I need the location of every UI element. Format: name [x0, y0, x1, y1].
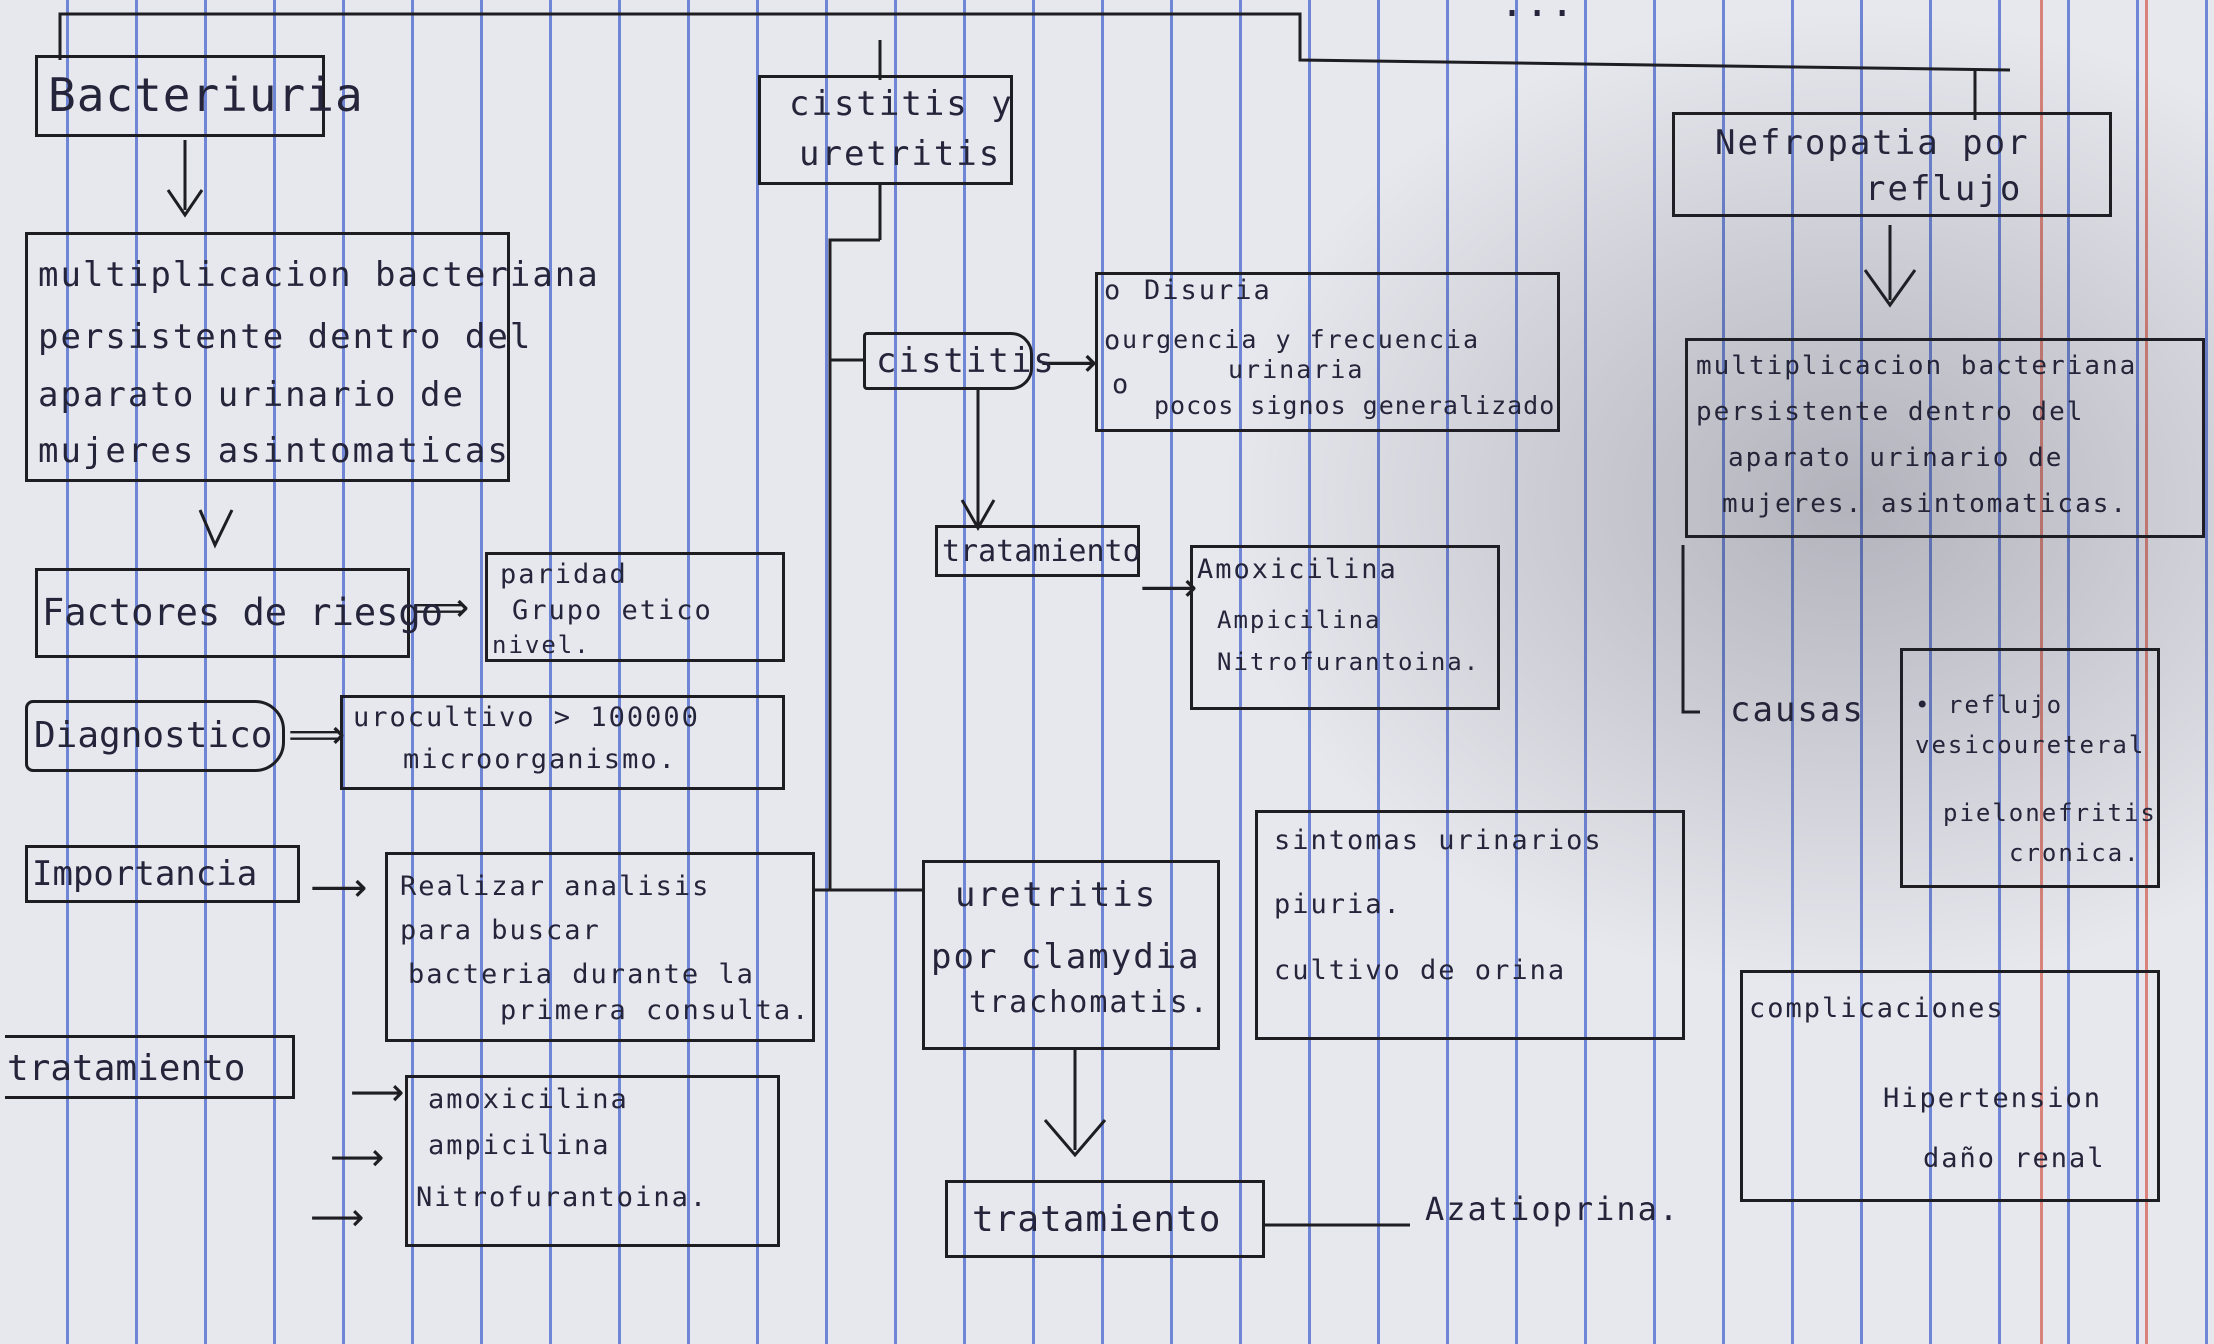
right-trunk [1681, 545, 1700, 714]
cystitis-treatment-label: tratamiento [942, 534, 1141, 569]
causes-items-box: • reflujo vesicoureteral pielonefritis c… [1900, 648, 2160, 888]
complications-label: complicaciones [1749, 993, 2005, 1024]
importance-item: Realizar analisis [400, 871, 711, 902]
urethritis-signs-box: sintomas urinarios piuria. cultivo de or… [1255, 810, 1685, 1040]
cystitis-urethritis-line: cistitis y [789, 84, 1014, 124]
nephropathy-definition-line: aparato urinario de [1728, 443, 2064, 473]
cystitis-urethritis-line: uretritis [799, 134, 1002, 174]
diagnosis-item: urocultivo > 100000 [353, 702, 700, 733]
cystitis-sign: urgencia y frecuencia [1122, 325, 1481, 354]
nephropathy-definition-line: persistente dentro del [1696, 397, 2085, 427]
treatment-item-left: Nitrofurantoina. [416, 1182, 709, 1213]
cystitis-label: cistitis [876, 341, 1056, 381]
arrow-treatment-3: ⟶ [310, 1195, 365, 1239]
importance-label: Importancia [32, 854, 258, 894]
bacteriuria-definition-box: multiplicacion bacteriana persistente de… [25, 232, 598, 482]
cystitis-sign: o [1104, 325, 1123, 356]
diagnosis-box: Diagnostico [25, 700, 285, 772]
definition-line: multiplicacion bacteriana [38, 255, 600, 295]
top-bar-line [58, 12, 2011, 72]
urethritis-line: uretritis [955, 875, 1158, 915]
treatment-item-left: ampicilina [428, 1130, 611, 1161]
definition-line: mujeres asintomaticas [38, 431, 510, 471]
importance-item: para buscar [400, 915, 601, 946]
cystitis-sign: o [1104, 275, 1123, 306]
complications-box: complicaciones Hipertension daño renal [1740, 970, 2160, 1202]
cystitis-treatment-items-box: Amoxicilina Ampicilina Nitrofurantoina. [1190, 545, 1500, 710]
importance-items-box: Realizar analisis para buscar bacteria d… [385, 852, 815, 1042]
cystitis-sign: o [1112, 369, 1131, 400]
urethritis-treatment-label: tratamiento [972, 1199, 1222, 1240]
urethritis-box: uretritis por clamydia trachomatis. [922, 860, 1220, 1050]
causes-item: vesicoureteral [1915, 731, 2146, 759]
arrow-cistitis-right: ⟶ [1040, 340, 1098, 386]
risk-item: paridad [500, 559, 628, 590]
risk-items-box: paridad Grupo etico nivel. [485, 552, 785, 662]
nephropathy-definition-box: multiplicacion bacteriana persistente de… [1685, 338, 2205, 538]
cystitis-treatment-item: Nitrofurantoina. [1217, 648, 1481, 676]
arrow-diagnosis: ⟹ [288, 712, 346, 758]
risk-item: nivel. [492, 631, 591, 659]
cystitis-box: cistitis [863, 332, 1054, 390]
causes-label: causas [1730, 690, 1865, 730]
complications-item: Hipertension [1883, 1083, 2103, 1114]
diagnosis-items-box: urocultivo > 100000 microorganismo. [340, 695, 785, 790]
urethritis-sign: sintomas urinarios [1274, 825, 1603, 856]
cystitis-treatment-item: Amoxicilina [1197, 554, 1398, 585]
diagnosis-item: microorganismo. [403, 744, 677, 775]
importance-item: bacteria durante la [408, 959, 755, 990]
arrow-treatment-right: ⟶ [1140, 565, 1198, 611]
nephropathy-definition-line: mujeres. asintomaticas. [1722, 489, 2129, 519]
complications-item: daño renal [1923, 1143, 2106, 1174]
importance-item: primera consulta. [500, 995, 811, 1026]
risk-factors-label: Factores de riesgo [42, 591, 443, 634]
cystitis-sign: Disuria [1144, 275, 1272, 306]
definition-line: persistente dentro del [38, 317, 533, 357]
cystitis-sign: urinaria [1228, 355, 1365, 384]
risk-item: Grupo etico [512, 595, 713, 626]
treatment-item-left: amoxicilina [428, 1084, 629, 1115]
nephropathy-box: Nefropatia por reflujo [1672, 112, 2112, 217]
importance-box: Importancia [25, 845, 300, 903]
urethritis-treatment-drug: Azatioprina. [1425, 1190, 1681, 1228]
cystitis-treatment-item: Ampicilina [1217, 606, 1382, 634]
arrow-treatment-1: ⟶ [350, 1070, 405, 1114]
bacteriuria-label: Bacteriuria [48, 68, 364, 122]
arrow-definition-down [198, 509, 234, 549]
treatment-label-left: tratamiento [7, 1048, 246, 1089]
treatment-box-left: tratamiento [5, 1035, 295, 1099]
margin-line-left [2040, 0, 2043, 1344]
margin-line-right [2145, 0, 2148, 1344]
urethritis-line: trachomatis. [969, 985, 1210, 1020]
header-partial-title: ... [1500, 0, 1576, 26]
nephropathy-line: Nefropatia por [1715, 123, 2030, 163]
risk-factors-box: Factores de riesgo [35, 568, 443, 658]
cystitis-urethritis-box: cistitis y uretritis [758, 75, 1013, 185]
urethritis-sign: cultivo de orina [1274, 955, 1567, 986]
cystitis-treatment-box: tratamiento [935, 525, 1141, 577]
urethritis-treatment-box: tratamiento [945, 1180, 1265, 1258]
nephropathy-definition-line: multiplicacion bacteriana [1696, 351, 2138, 381]
arrow-treatment-2: ⟶ [330, 1135, 385, 1179]
cystitis-sign: pocos signos generalizado [1154, 391, 1556, 420]
center-trunk [828, 238, 880, 890]
definition-line: aparato urinario de [38, 375, 465, 415]
bacteriuria-box: Bacteriuria [35, 55, 363, 137]
arrow-risk: ⟹ [412, 585, 470, 631]
treatment-items-box-left: amoxicilina ampicilina Nitrofurantoina. [405, 1075, 780, 1247]
diagnosis-label: Diagnostico [34, 715, 273, 756]
urethritis-line: por clamydia [931, 937, 1201, 977]
nephropathy-line: reflujo [1865, 169, 2023, 209]
arrow-importance: ⟶ [310, 865, 368, 911]
causes-item: • reflujo [1915, 691, 2064, 719]
cystitis-signs-box: o Disuria o urgencia y frecuencia urinar… [1095, 272, 1560, 432]
urethritis-sign: piuria. [1274, 889, 1402, 920]
causes-item: cronica. [2009, 839, 2141, 867]
causes-item: pielonefritis [1943, 799, 2157, 827]
